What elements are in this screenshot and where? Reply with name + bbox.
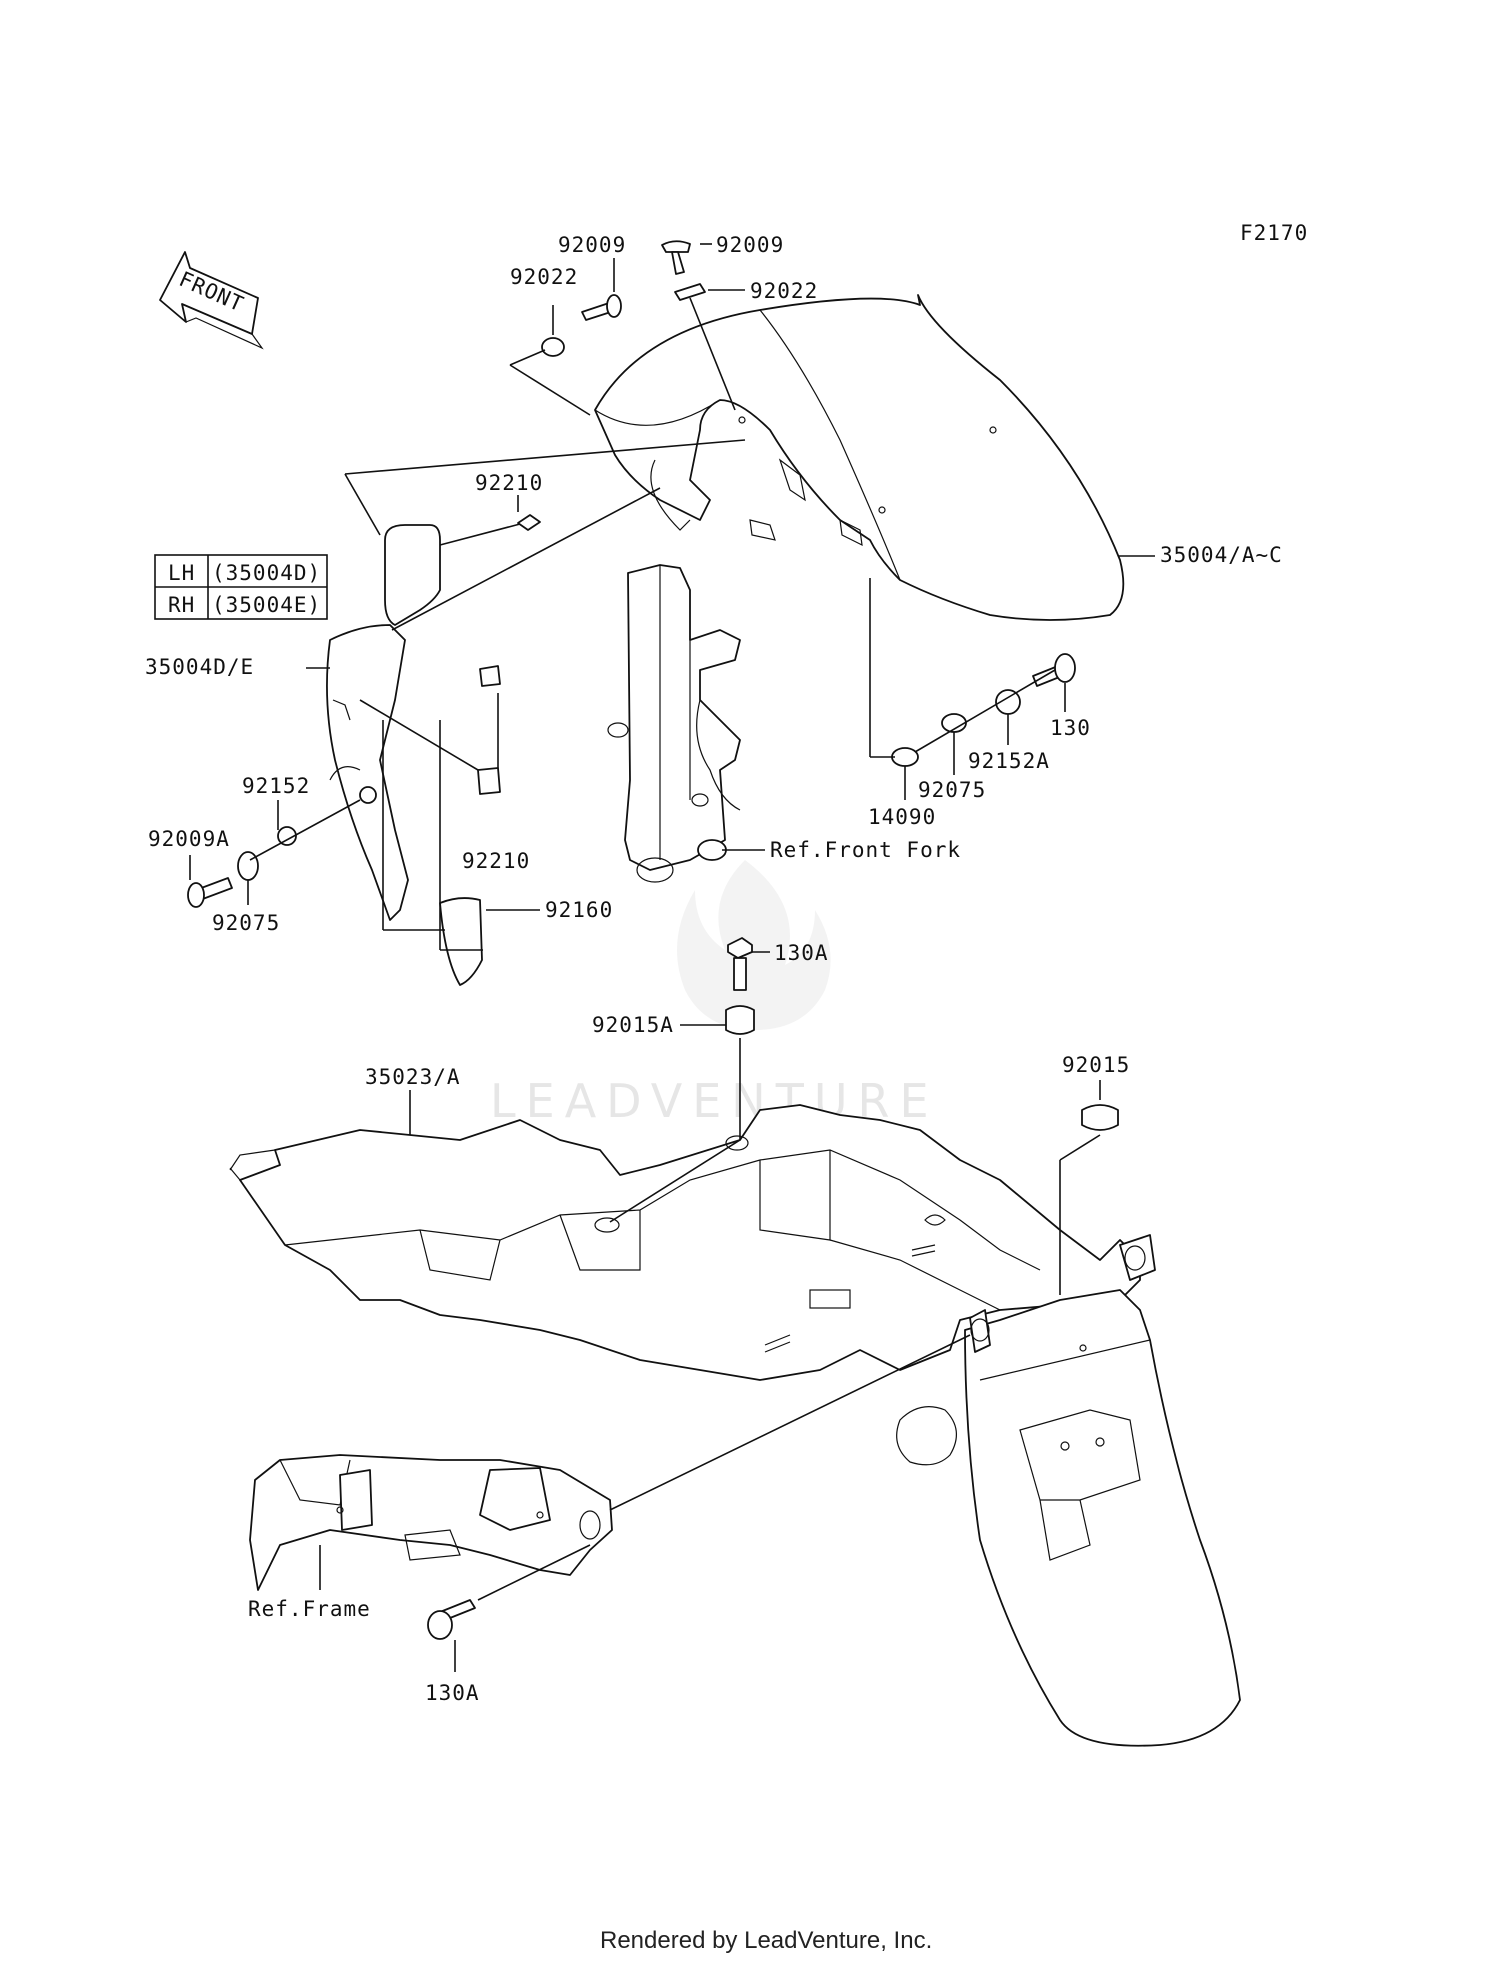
watermark-flame-icon [677,860,831,1030]
rear-frame [249,1454,613,1591]
left-hardware [187,767,501,908]
callout-92152a: 92152A [968,749,1050,773]
callout-92022-left: 92022 [510,265,578,289]
callout-14090: 14090 [868,805,936,829]
callout-130a-top: 130A [774,941,829,965]
footer-credit: Rendered by LeadVenture, Inc. [600,1927,932,1954]
top-hardware [479,240,706,687]
variant-table: LH (35004D) RH (35004E) [154,554,328,620]
right-hardware [891,653,1076,767]
variant-row-lh-part: (35004D) [212,561,321,585]
rear-flap [896,1234,1241,1747]
callout-92210-top: 92210 [475,471,543,495]
callout-92160: 92160 [545,898,613,922]
callout-92075-right: 92075 [918,778,986,802]
callout-92015: 92015 [1062,1053,1130,1077]
leader-lines [189,243,1155,1672]
callout-92009a: 92009A [148,827,230,851]
fork-side-cover [326,524,483,986]
ref-frame-label: Ref.Frame [248,1597,371,1621]
callout-92152: 92152 [242,774,310,798]
center-bolt-hardware [725,937,1119,1131]
callout-92022-right: 92022 [750,279,818,303]
rear-undertray [229,1104,1141,1381]
bottom-bolt [427,1599,476,1640]
callout-92009-left: 92009 [558,233,626,257]
callout-35023a: 35023/A [365,1065,461,1089]
callout-130a-bottom: 130A [425,1681,480,1705]
front-fork [607,564,741,883]
callout-92009-right: 92009 [716,233,784,257]
variant-row-lh-side: LH [168,561,195,585]
front-fender [594,294,1125,621]
callout-35004-ac: 35004/A~C [1160,543,1283,567]
callout-130: 130 [1050,716,1091,740]
callout-labels: 92009 92009 92022 92022 92210 35004/A~C … [145,233,1283,1705]
callout-92015a: 92015A [592,1013,674,1037]
front-arrow-icon: FRONT [159,251,264,350]
variant-row-rh-part: (35004E) [212,593,321,617]
callout-92210-bottom: 92210 [462,849,530,873]
variant-row-rh-side: RH [168,593,195,617]
ref-front-fork-label: Ref.Front Fork [770,838,961,862]
diagram-code: F2170 [1240,221,1308,245]
callout-35004de: 35004D/E [145,655,254,679]
callout-92075-left: 92075 [212,911,280,935]
